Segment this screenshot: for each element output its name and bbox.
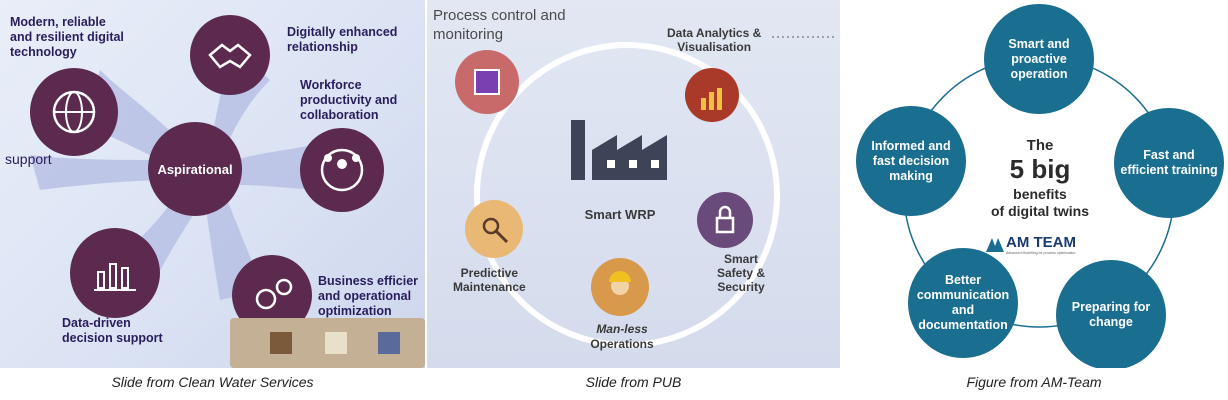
process-control-title: Process control and monitoring [433, 7, 566, 43]
support-label: support [5, 151, 52, 167]
operations-label: Operations [590, 337, 654, 351]
digitally-enhanced-label: Digitally enhanced relationship [287, 25, 398, 54]
aspirational-circle [148, 122, 242, 216]
worker-icon [591, 258, 649, 316]
audience-photo-strip [230, 318, 425, 368]
workforce-label: Workforce productivity and collaboration [300, 78, 398, 122]
data-analytics-label: Data Analytics & Visualisation [667, 26, 762, 54]
center-five-big: 5 big [1009, 154, 1071, 184]
aspirational-label: Aspirational [157, 162, 233, 177]
chip-icon [455, 50, 519, 114]
modern-technology-label: Modern, reliable and resilient digital t… [10, 15, 124, 59]
benefit-preparing-change: Preparing for change [1056, 260, 1166, 368]
benefit-better-communication: Better communication and documentation [908, 248, 1018, 358]
lock-icon [697, 192, 753, 248]
center-digital-twins: of digital twins [991, 203, 1089, 219]
manless-label: Man-less [596, 322, 648, 336]
clean-water-services-slide: Aspirational Modern, reliable and resili… [0, 0, 425, 368]
am-team-logo-text: AM TEAM [1006, 234, 1076, 251]
analytics-chart-icon [685, 68, 739, 122]
center-benefits: benefits [1013, 186, 1067, 202]
caption-pub: Slide from PUB [585, 374, 682, 390]
photo-thumbnail [378, 332, 400, 354]
data-driven-label: Data-driven decision support [62, 316, 163, 345]
pub-slide: Process control and monitoring Data Anal… [427, 0, 840, 368]
am-team-logo-icon [986, 234, 1004, 252]
predictive-maintenance-label: Predictive Maintenance [453, 266, 526, 294]
am-team-figure: Smart and proactive operation Fast and e… [840, 0, 1228, 368]
benefit-fast-training: Fast and efficient training [1114, 108, 1224, 218]
caption-am-team: Figure from AM-Team [966, 374, 1102, 390]
smart-safety-label: Smart Safety & Security [717, 252, 766, 294]
wrench-gear-icon [465, 200, 523, 258]
team-icon [300, 128, 384, 212]
globe-icon [30, 68, 118, 156]
photo-thumbnail [270, 332, 292, 354]
business-efficiency-label: Business efficier and operational optimi… [318, 274, 419, 318]
benefit-informed-decisions: Informed and fast decision making [856, 106, 966, 216]
factory-icon [557, 90, 677, 190]
am-team-tagline: Advanced Modelling for process optimisat… [1006, 251, 1076, 255]
caption-clean-water: Slide from Clean Water Services [111, 374, 314, 390]
benefit-smart-proactive: Smart and proactive operation [984, 4, 1094, 114]
process-ring [474, 36, 837, 348]
photo-thumbnail [325, 332, 347, 354]
handshake-icon [190, 15, 270, 95]
smart-wrp-label: Smart WRP [584, 207, 656, 222]
bar-chart-icon [70, 228, 160, 318]
center-the: The [1026, 137, 1054, 154]
